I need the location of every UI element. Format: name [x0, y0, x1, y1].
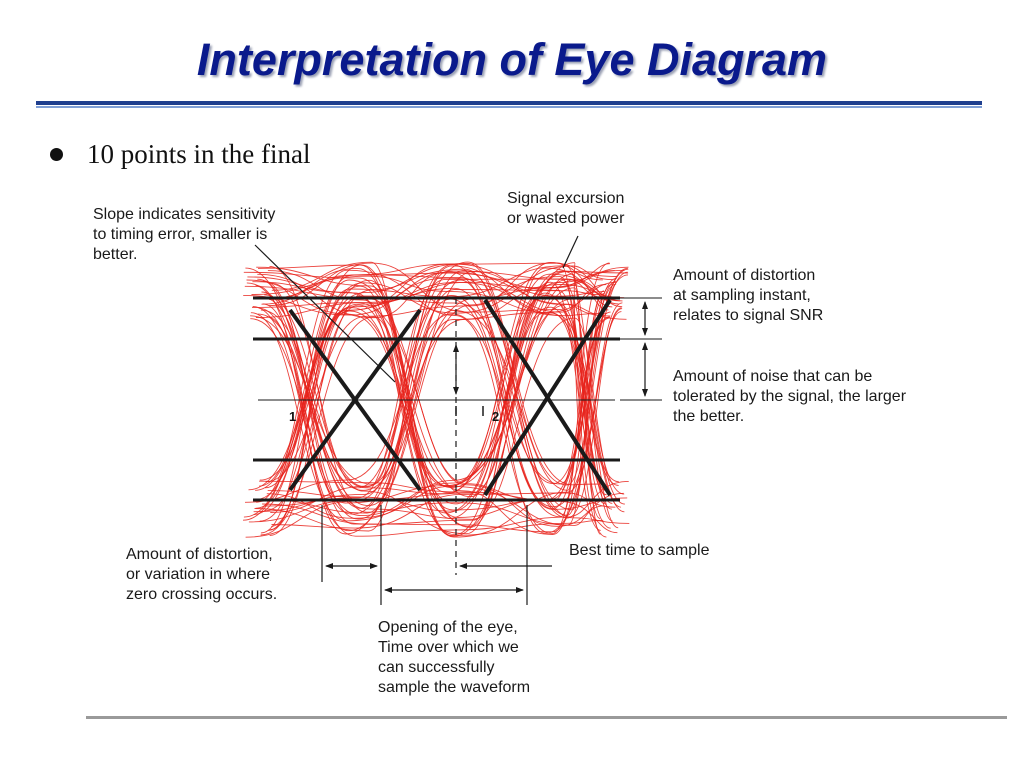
annotation-line: at sampling instant, — [673, 287, 811, 304]
annotation-excursion: Signal excursion or wasted power — [507, 190, 625, 227]
eye-trace — [252, 270, 629, 498]
eye-trace — [259, 281, 616, 522]
axis-label-2: 2 — [492, 409, 499, 424]
annotation-line: Amount of distortion — [673, 267, 815, 284]
eye-trace — [263, 271, 628, 533]
cross-line — [483, 298, 612, 497]
annotation-line: relates to signal SNR — [673, 307, 823, 324]
eye-trace — [270, 311, 622, 513]
annotation-line: can successfully — [378, 659, 495, 676]
annotation-line: Best time to sample — [569, 542, 710, 559]
annotation-line: Amount of noise that can be — [673, 368, 872, 385]
annotation-line: better. — [93, 246, 137, 263]
eye-trace — [260, 262, 609, 495]
annotation-distortion-sampling: Amount of distortion at sampling instant,… — [673, 267, 823, 324]
eye-trace — [257, 313, 625, 520]
eye-trace — [259, 263, 619, 487]
eye-frame-lines — [253, 235, 662, 605]
cross-line — [288, 308, 422, 492]
eye-trace — [255, 269, 606, 532]
eye-trace — [261, 272, 613, 510]
eye-trace — [266, 270, 613, 522]
slope-leader — [254, 244, 396, 383]
annotation-zero-crossing: Amount of distortion, or variation in whe… — [126, 546, 277, 603]
eye-trace — [245, 284, 625, 538]
annotation-line: the better. — [673, 408, 744, 425]
bullet-item: 10 points in the final — [50, 139, 310, 170]
excursion-leader — [562, 235, 579, 269]
annotation-line: or wasted power — [507, 210, 625, 227]
eye-trace — [271, 267, 613, 535]
annotation-opening: Opening of the eye, Time over which we can… — [378, 619, 530, 696]
annotation-line: Opening of the eye, — [378, 619, 518, 636]
footer-rule — [86, 716, 1007, 719]
eye-trace — [271, 492, 616, 529]
eye-trace — [257, 264, 601, 519]
axis-label-1: 1 — [289, 409, 296, 424]
eye-trace — [244, 279, 628, 510]
annotation-noise: Amount of noise that can be tolerated by … — [673, 368, 907, 425]
slide-title: Interpretation of Eye Diagram — [196, 34, 828, 85]
annotations: Slope indicates sensitivity to timing err… — [93, 190, 907, 696]
bullet-text: 10 points in the final — [87, 139, 311, 169]
annotation-line: Amount of distortion, — [126, 546, 273, 563]
annotation-line: zero crossing occurs. — [126, 586, 277, 603]
annotation-slope: Slope indicates sensitivity to timing err… — [93, 206, 275, 263]
eye-trace — [255, 263, 611, 318]
annotation-line: or variation in where — [126, 566, 270, 583]
eye-trace — [270, 271, 629, 531]
title-underline-light — [36, 106, 982, 108]
eye-trace — [265, 262, 623, 483]
eye-trace — [257, 281, 607, 500]
annotation-line: to timing error, smaller is — [93, 226, 267, 243]
annotation-line: sample the waveform — [378, 679, 530, 696]
annotation-line: Signal excursion — [507, 190, 624, 207]
eye-trace — [261, 276, 607, 520]
annotation-line: tolerated by the signal, the larger — [673, 388, 907, 405]
eye-trace — [253, 298, 623, 534]
title-underline-dark — [36, 101, 982, 105]
annotation-line: Slope indicates sensitivity — [93, 206, 275, 223]
bullet-dot-icon — [50, 148, 63, 161]
annotation-line: Time over which we — [378, 639, 519, 656]
annotation-best-time: Best time to sample — [569, 542, 710, 559]
